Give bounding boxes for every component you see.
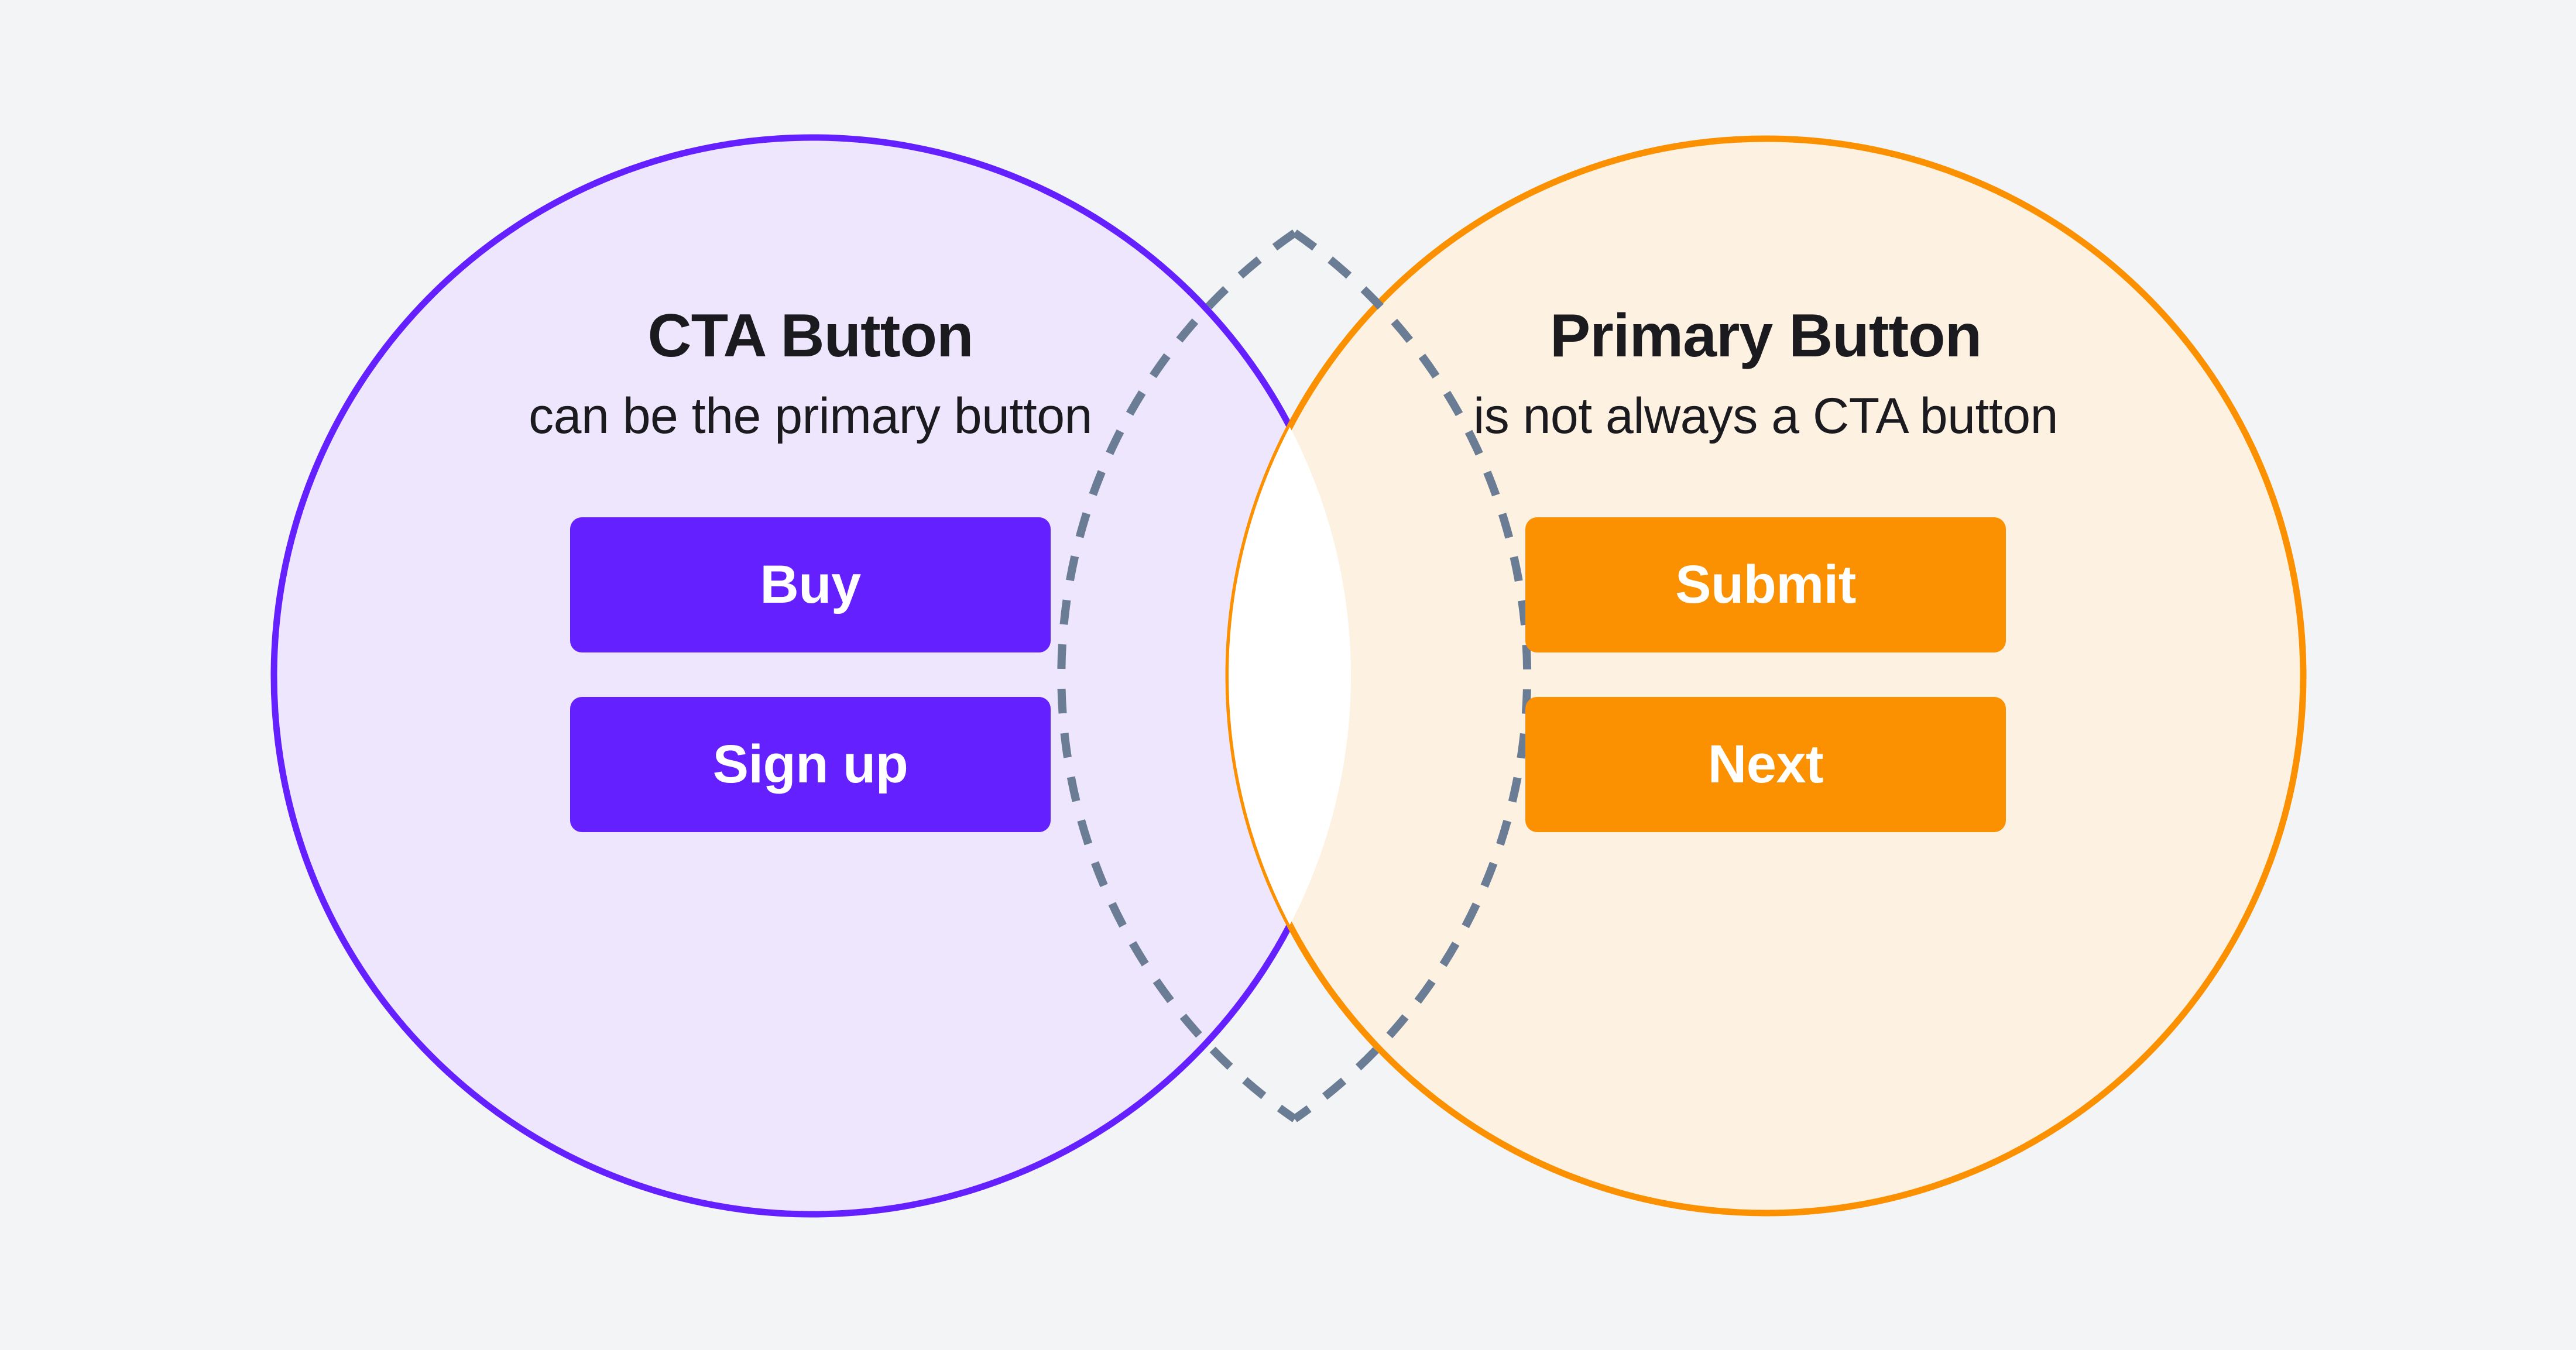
set-subtitle-primary-button: is not always a CTA button [1473, 388, 2058, 444]
button-stack-primary: Submit Next [1525, 517, 2006, 832]
set-title-primary-button: Primary Button [1549, 302, 1982, 370]
set-content-cta-button: CTA Button can be the primary button Buy… [529, 302, 1092, 832]
set-title-cta-button: CTA Button [647, 302, 973, 370]
sign-up-button[interactable]: Sign up [570, 697, 1051, 832]
set-content-primary-button: Primary Button is not always a CTA butto… [1473, 302, 2058, 832]
next-button[interactable]: Next [1525, 697, 2006, 832]
button-stack-cta: Buy Sign up [570, 517, 1051, 832]
submit-button[interactable]: Submit [1525, 517, 2006, 652]
buy-button[interactable]: Buy [570, 517, 1051, 652]
set-subtitle-cta-button: can be the primary button [529, 388, 1092, 444]
